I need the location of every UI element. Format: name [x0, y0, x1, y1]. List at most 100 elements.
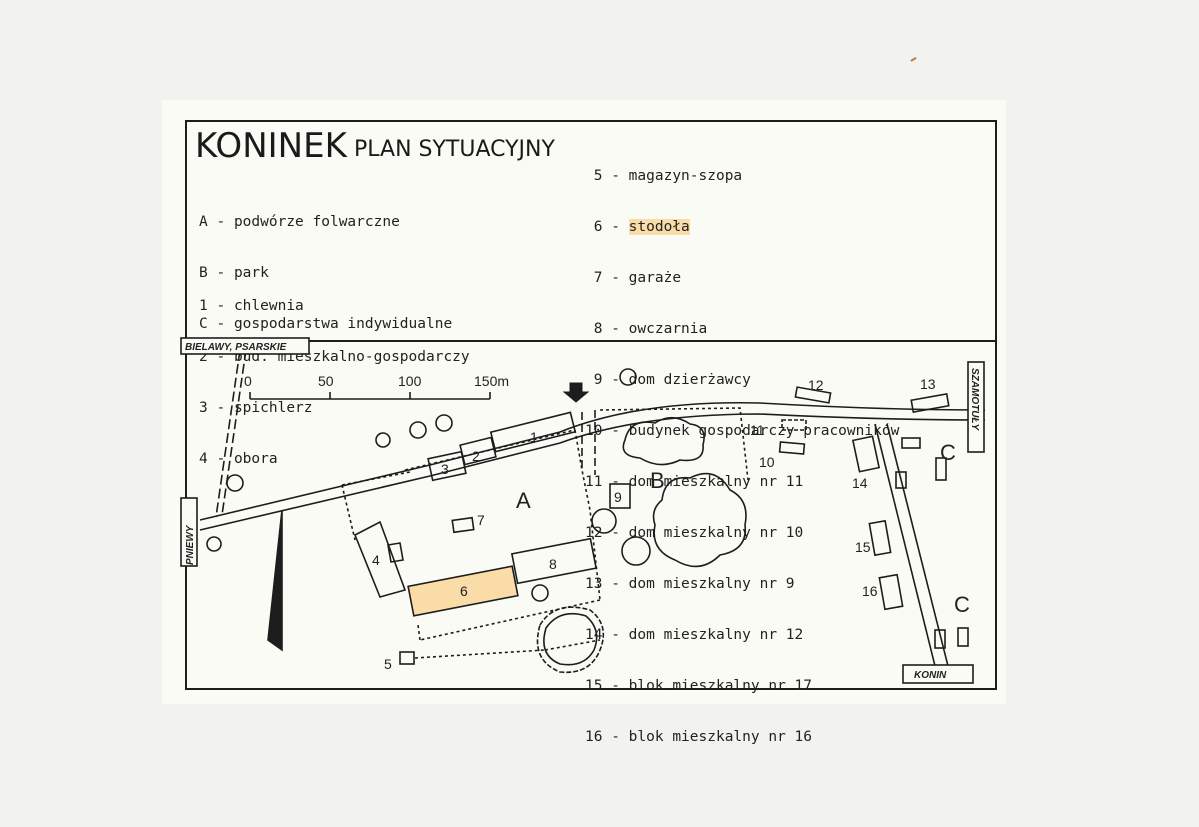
tree [435, 414, 453, 432]
area-label-a: A [516, 488, 531, 513]
legend-item: 10 - budynek gospodarczy pracowników [585, 423, 900, 439]
legend-item: 7 - garaże [593, 270, 682, 286]
road-label-box [180, 497, 198, 567]
tree [591, 508, 617, 534]
scale-bar [249, 392, 491, 400]
building-label-16: 16 [862, 583, 878, 599]
legend-numbers-right: 5 - magazyn-szopa 6 - stodoła 7 - garaże… [585, 134, 899, 763]
park-fence [599, 407, 749, 481]
legend-item: 12 - dom mieszkalny nr 10 [585, 525, 804, 541]
road-label-pniewy: PNIEWY [185, 524, 196, 565]
building-14 [851, 435, 881, 473]
entrance-arrow [562, 382, 590, 403]
map-subtitle: PLAN SYTUACYJNY [354, 137, 555, 162]
road-label-box [902, 664, 974, 684]
household-building [895, 471, 907, 489]
pond-inner [543, 612, 598, 666]
household-building [901, 437, 921, 449]
legend-item: 9 - dom dzierżawcy [593, 372, 751, 388]
farmyard-fence [341, 429, 601, 641]
tree [375, 432, 391, 448]
legend-item: 16 - blok mieszkalny nr 16 [585, 729, 812, 745]
building-label-9: 9 [614, 489, 622, 505]
road-label-box [180, 337, 310, 355]
building-11 [781, 419, 807, 431]
building-label-8: 8 [549, 556, 557, 572]
scale-label-50: 50 [318, 373, 334, 389]
tree [409, 421, 427, 439]
legend-item: 4 - obora [199, 451, 278, 467]
legend-item: 3 - spichlerz [199, 400, 313, 416]
building-16 [878, 573, 904, 611]
road-bielawy [215, 349, 241, 518]
building-6 [407, 565, 519, 617]
building-15 [868, 519, 892, 557]
road-konin-edge [886, 423, 949, 667]
legend-item: 1 - chlewnia [199, 298, 304, 314]
scale-label-0: 0 [244, 373, 252, 389]
building-label-10: 10 [759, 454, 775, 470]
road-label-konin: KONIN [914, 670, 947, 681]
paper-sheet [162, 100, 1006, 704]
building-5 [399, 651, 415, 665]
building-4 [353, 520, 407, 598]
building-9 [609, 483, 631, 509]
road-label-bielawy: BIELAWY, PSARSKIE [185, 342, 287, 353]
tree-cluster [622, 416, 705, 466]
building-label-12: 12 [808, 377, 824, 393]
storage-fence [414, 639, 601, 659]
building-label-15: 15 [855, 539, 871, 555]
building-label-2: 2 [472, 448, 480, 464]
main-road-edge [199, 413, 986, 531]
tree [621, 536, 651, 566]
building-12 [794, 386, 832, 404]
tree [619, 368, 637, 386]
household-building [957, 627, 969, 647]
main-road [199, 401, 986, 521]
building-13 [910, 393, 950, 413]
road-konin [874, 423, 936, 667]
building-label-6: 6 [460, 583, 468, 599]
legend-item: B - park [199, 265, 269, 281]
building-10 [778, 441, 806, 455]
legend-item: 5 - magazyn-szopa [593, 168, 743, 184]
legend-item: A - podwórze folwarczne [199, 214, 400, 230]
legend-item: 8 - owczarnia [593, 321, 708, 337]
building-1 [489, 411, 577, 453]
tree [226, 474, 244, 492]
area-label-c: C [954, 592, 970, 617]
legend-item: C - gospodarstwa indywidualne [199, 316, 453, 332]
legend-item: 14 - dom mieszkalny nr 12 [585, 627, 804, 643]
building-label-11: 11 [750, 422, 765, 438]
building-label-4: 4 [372, 552, 380, 568]
household-building [935, 457, 947, 481]
legend-divider [185, 340, 997, 342]
tree [531, 584, 549, 602]
building-label-13: 13 [920, 376, 936, 392]
road-label-box [967, 361, 985, 453]
tree-cluster [652, 472, 747, 568]
map-frame [185, 120, 997, 690]
building-8 [510, 537, 598, 585]
building-label-5: 5 [384, 656, 392, 672]
building-label-1: 1 [530, 429, 538, 445]
building-7 [451, 516, 475, 534]
pond [536, 606, 605, 674]
building-3 [427, 450, 467, 482]
map-title: KONINEK [195, 126, 347, 166]
legend-item: 13 - dom mieszkalny nr 9 [585, 576, 795, 592]
legend-letters: A - podwórze folwarczne B - park C - gos… [199, 180, 452, 350]
scale-label-150: 150m [474, 373, 509, 389]
legend-item: 6 - stodoła [593, 219, 690, 235]
area-label-c: C [940, 440, 956, 465]
scale-label-100: 100 [398, 373, 422, 389]
north-arrow [267, 509, 283, 652]
road-label-szamotuly: SZAMOTUŁY [969, 368, 980, 432]
tree [206, 536, 222, 552]
legend-item: 15 - blok mieszkalny nr 17 [585, 678, 812, 694]
building-label-3: 3 [441, 461, 449, 477]
area-label-b: B [650, 468, 665, 493]
building-label-7: 7 [477, 512, 485, 528]
highlighted-label: stodoła [628, 219, 690, 235]
